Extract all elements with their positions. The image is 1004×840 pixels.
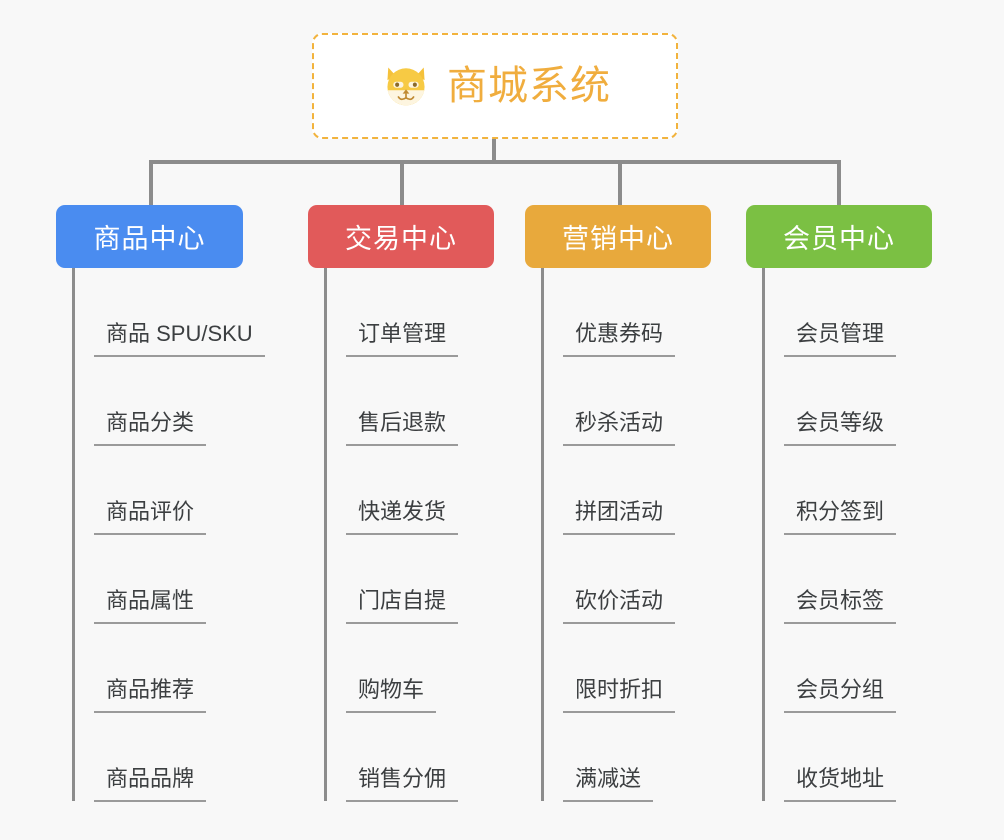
leaf-item[interactable]: 购物车 [308, 624, 494, 713]
trunk-horizontal-connector [149, 160, 841, 164]
trunk-vertical-connector [492, 139, 496, 163]
branch-body-1: 商品 SPU/SKU 商品分类 商品评价 商品属性 商品推荐 商品品牌 [56, 268, 265, 802]
leaf-label: 秒杀活动 [563, 412, 676, 446]
leaf-label: 限时折扣 [563, 679, 676, 713]
leaf-label: 销售分佣 [346, 768, 459, 802]
branch-body-4: 会员管理 会员等级 积分签到 会员标签 会员分组 收货地址 [746, 268, 932, 802]
leaf-label: 会员分组 [784, 679, 897, 713]
leaf-label: 会员管理 [784, 323, 897, 357]
leaf-item[interactable]: 满减送 [525, 713, 711, 802]
leaf-label: 购物车 [346, 679, 437, 713]
leaf-label: 快递发货 [346, 501, 459, 535]
branch-spine-1 [72, 268, 75, 801]
shiba-dog-face-icon [387, 67, 425, 106]
branch-drop-connector-3 [618, 160, 622, 207]
leaf-label: 售后退款 [346, 412, 459, 446]
leaf-label: 拼团活动 [563, 501, 676, 535]
leaf-item[interactable]: 会员标签 [746, 535, 932, 624]
leaf-label: 商品属性 [94, 590, 207, 624]
leaf-item[interactable]: 砍价活动 [525, 535, 711, 624]
leaf-label: 商品分类 [94, 412, 207, 446]
branch-spine-3 [541, 268, 544, 801]
leaf-item[interactable]: 会员管理 [746, 268, 932, 357]
branch-column-2: 交易中心 订单管理 售后退款 快递发货 门店自提 购物车 销售分佣 [308, 205, 494, 802]
leaf-label: 优惠券码 [563, 323, 676, 357]
leaf-label: 会员等级 [784, 412, 897, 446]
leaf-item[interactable]: 秒杀活动 [525, 357, 711, 446]
branch-column-4: 会员中心 会员管理 会员等级 积分签到 会员标签 会员分组 收货地址 [746, 205, 932, 802]
leaf-item[interactable]: 订单管理 [308, 268, 494, 357]
leaf-label: 积分签到 [784, 501, 897, 535]
branch-header-4[interactable]: 会员中心 [746, 205, 932, 268]
leaf-item[interactable]: 拼团活动 [525, 446, 711, 535]
branch-column-1: 商品中心 商品 SPU/SKU 商品分类 商品评价 商品属性 商品推荐 商品品牌 [56, 205, 265, 802]
leaf-label: 会员标签 [784, 590, 897, 624]
leaf-label: 门店自提 [346, 590, 459, 624]
leaf-label: 订单管理 [346, 323, 459, 357]
leaf-item[interactable]: 商品品牌 [56, 713, 265, 802]
leaf-label: 砍价活动 [563, 590, 676, 624]
leaf-label: 商品评价 [94, 501, 207, 535]
branch-header-label-2: 交易中心 [345, 224, 457, 254]
leaf-label: 商品品牌 [94, 768, 207, 802]
leaf-item[interactable]: 会员等级 [746, 357, 932, 446]
branch-spine-4 [762, 268, 765, 801]
leaf-item[interactable]: 商品属性 [56, 535, 265, 624]
branch-column-3: 营销中心 优惠券码 秒杀活动 拼团活动 砍价活动 限时折扣 满减送 [525, 205, 711, 802]
leaf-item[interactable]: 商品 SPU/SKU [56, 268, 265, 357]
branch-header-1[interactable]: 商品中心 [56, 205, 243, 268]
branch-drop-connector-4 [837, 160, 841, 207]
leaf-item[interactable]: 商品评价 [56, 446, 265, 535]
leaf-item[interactable]: 商品分类 [56, 357, 265, 446]
leaf-item[interactable]: 销售分佣 [308, 713, 494, 802]
root-title: 商城系统 [447, 64, 611, 108]
branch-header-label-1: 商品中心 [93, 224, 206, 254]
leaf-item[interactable]: 积分签到 [746, 446, 932, 535]
branch-body-3: 优惠券码 秒杀活动 拼团活动 砍价活动 限时折扣 满减送 [525, 268, 711, 802]
branch-header-label-4: 会员中心 [783, 224, 895, 254]
branch-spine-2 [324, 268, 327, 801]
leaf-label: 满减送 [563, 768, 654, 802]
leaf-label: 商品推荐 [94, 679, 207, 713]
leaf-item[interactable]: 限时折扣 [525, 624, 711, 713]
branch-header-2[interactable]: 交易中心 [308, 205, 494, 268]
leaf-item[interactable]: 会员分组 [746, 624, 932, 713]
leaf-item[interactable]: 快递发货 [308, 446, 494, 535]
branch-header-label-3: 营销中心 [562, 224, 674, 254]
root-node[interactable]: 商城系统 [312, 33, 678, 139]
leaf-item[interactable]: 售后退款 [308, 357, 494, 446]
branch-body-2: 订单管理 售后退款 快递发货 门店自提 购物车 销售分佣 [308, 268, 494, 802]
leaf-item[interactable]: 门店自提 [308, 535, 494, 624]
branch-drop-connector-2 [400, 160, 404, 207]
leaf-label: 收货地址 [784, 768, 897, 802]
leaf-item[interactable]: 优惠券码 [525, 268, 711, 357]
leaf-item[interactable]: 收货地址 [746, 713, 932, 802]
branch-header-3[interactable]: 营销中心 [525, 205, 711, 268]
branch-drop-connector-1 [149, 160, 153, 207]
leaf-item[interactable]: 商品推荐 [56, 624, 265, 713]
leaf-label: 商品 SPU/SKU [94, 323, 265, 357]
